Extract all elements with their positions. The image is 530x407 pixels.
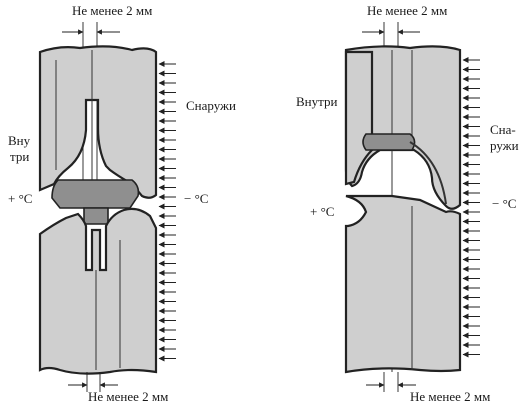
right-dim-bottom-label: Не менее 2 мм xyxy=(410,389,490,404)
left-temp-plus: + °C xyxy=(8,191,32,206)
right-dim-top-label: Не менее 2 мм xyxy=(367,3,447,18)
left-lower-profile xyxy=(38,207,158,375)
left-seal-main xyxy=(51,179,140,209)
right-lower-profile xyxy=(344,194,462,374)
left-seal-small xyxy=(83,207,109,225)
left-outside-label: Снаружи xyxy=(186,98,236,113)
right-outside-arrows xyxy=(462,57,480,358)
left-outside-arrows xyxy=(158,61,176,362)
left-dim-top-label: Не менее 2 мм xyxy=(72,3,152,18)
left-inside-label-2: три xyxy=(10,149,29,164)
left-temp-minus: − °C xyxy=(184,191,208,206)
right-inside-label: Внутри xyxy=(296,94,337,109)
right-outside-label-1: Сна- xyxy=(490,122,516,137)
right-seal xyxy=(362,133,416,151)
right-figure: Не менее 2 мм Не менее 2 мм Внутри Сна- … xyxy=(296,3,519,404)
left-dim-bottom-label: Не менее 2 мм xyxy=(88,389,168,404)
left-inside-label-1: Вну xyxy=(8,133,31,148)
right-temp-plus: + °C xyxy=(310,204,334,219)
right-frame-profile xyxy=(344,45,462,210)
right-temp-minus: − °C xyxy=(492,196,516,211)
left-figure: Не менее 2 мм Не менее 2 мм Снаружи Вну … xyxy=(8,3,236,404)
right-curved-web xyxy=(409,141,447,205)
right-outside-label-2: ружи xyxy=(490,138,519,153)
left-upper-profile xyxy=(38,45,158,199)
right-sash-profile xyxy=(344,50,374,186)
